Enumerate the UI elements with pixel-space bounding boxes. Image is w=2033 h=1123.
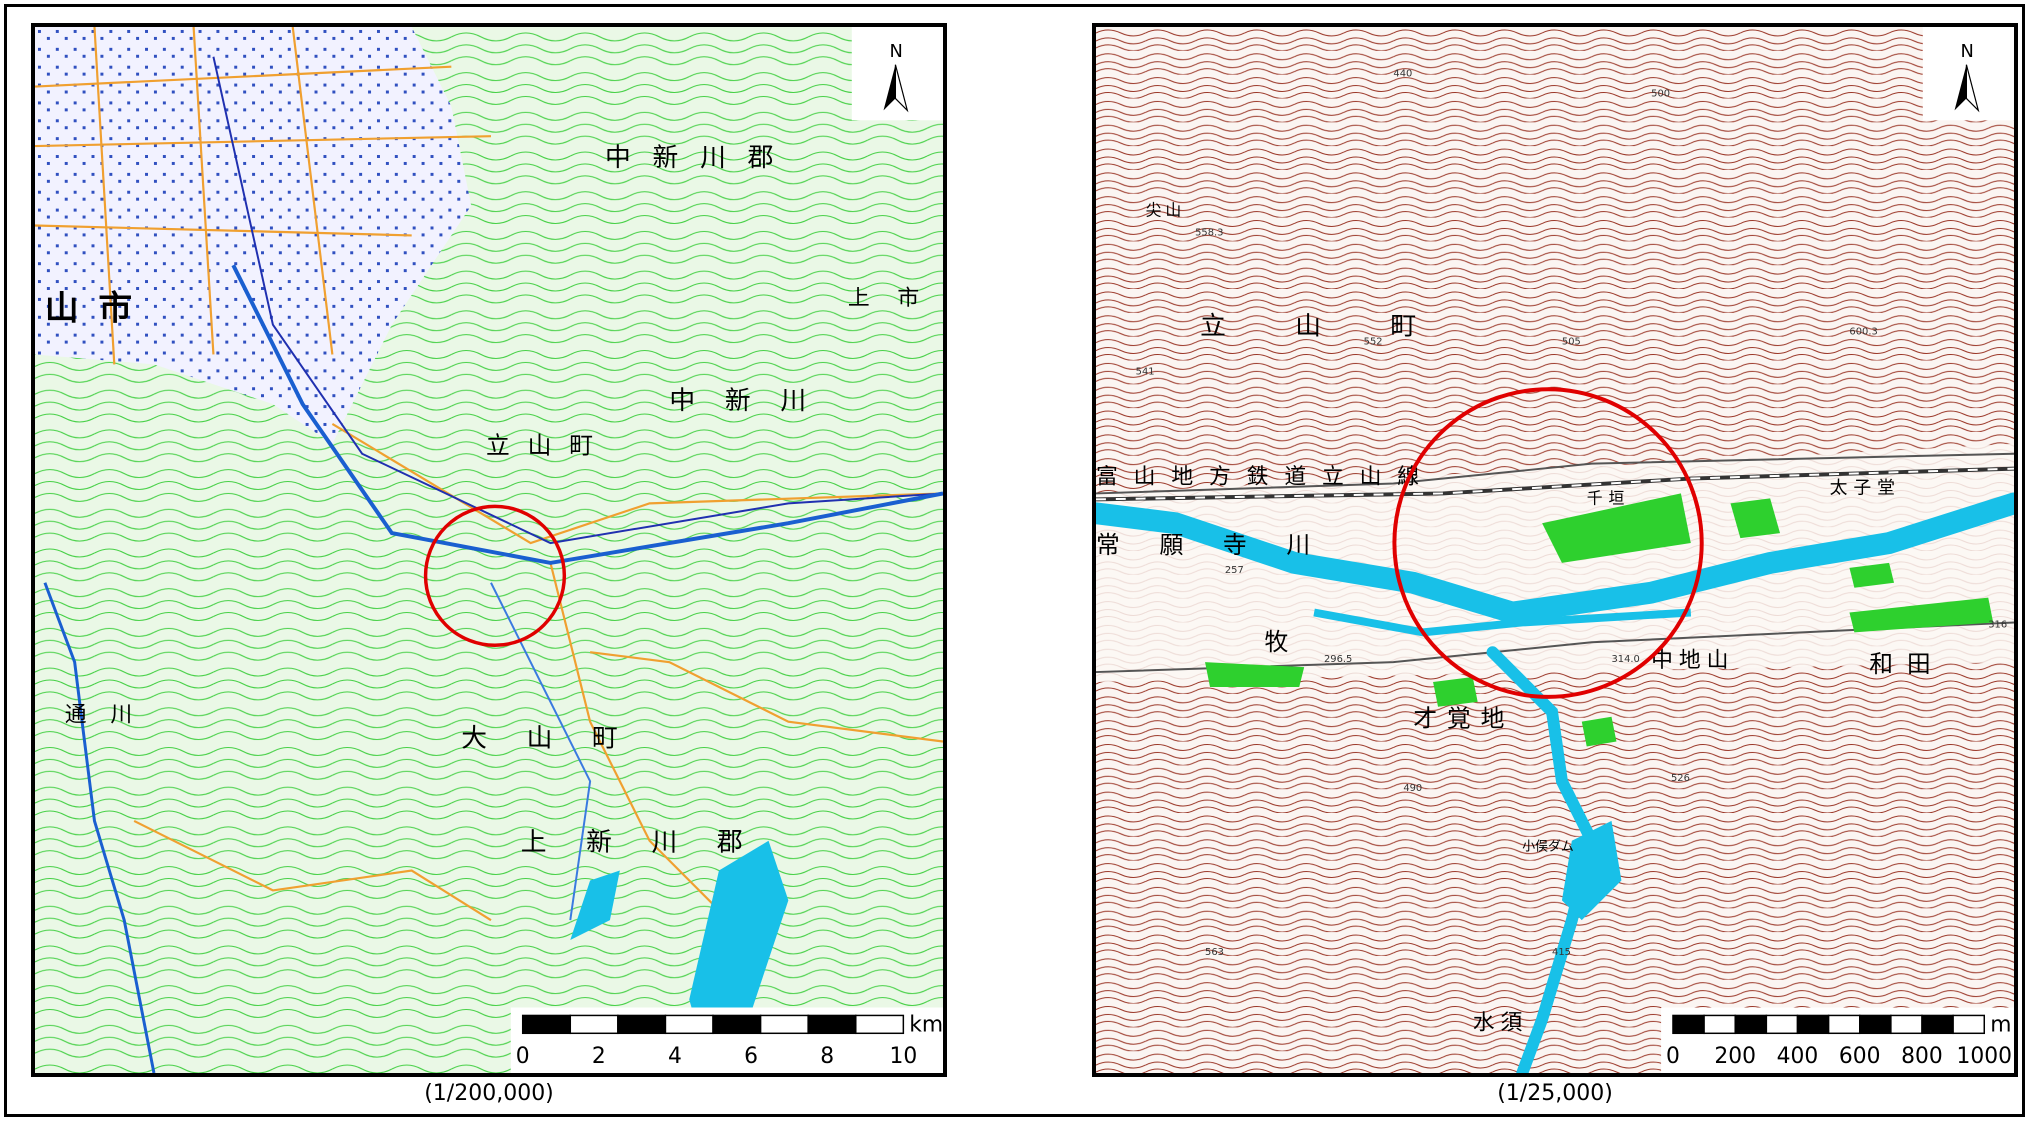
railway: [212, 56, 943, 545]
label-nakashinkawa: 中新川: [669, 386, 835, 416]
scale-segment: [1890, 1014, 1923, 1035]
scale-tick-label: 4: [668, 1044, 682, 1069]
scale-segment: [1952, 1014, 1986, 1035]
scale-segment: [617, 1014, 667, 1035]
label-maki: 牧: [1265, 628, 1289, 656]
map-overview-1-200000: 中新川郡 山市 立山町 中新川 大山町 上新川郡 上市 通川 N: [31, 23, 947, 1077]
north-label: N: [1960, 41, 1973, 62]
scale-segment: [521, 1014, 572, 1035]
elevation-label: 314.0: [1612, 654, 1640, 665]
map1-labels: 中新川郡 山市 立山町 中新川 大山町 上新川郡 上市 通川: [45, 143, 943, 858]
label-railway: 富山地方鉄道立山線: [1096, 464, 1435, 489]
scale-bar-m: m 0 200 400 600 800 1000: [1661, 1007, 2014, 1073]
elevation-label: 505: [1562, 337, 1581, 348]
label-taishigo: 太子堂: [1830, 477, 1901, 498]
elevation-label: 440: [1393, 69, 1412, 80]
label-kamishinkawa-gun: 上新川郡: [521, 828, 783, 858]
rivers: [43, 264, 943, 1073]
scale-segment: [807, 1014, 857, 1035]
highlight-circle: [1392, 387, 1704, 699]
scale-tick-label: 200: [1714, 1044, 1756, 1069]
elevation-label: 563: [1205, 947, 1224, 958]
label-oyama-town: 大山町: [461, 723, 657, 753]
label-tsuga: 通川: [65, 703, 156, 728]
scale-tick-label: 6: [744, 1044, 758, 1069]
scale-unit-km: km: [909, 1012, 943, 1037]
label-senkaki: 千垣: [1587, 488, 1631, 507]
elevation-label: 600.3: [1849, 327, 1877, 338]
scale-segment: [1796, 1014, 1830, 1035]
scale-segment: [1703, 1014, 1736, 1035]
scale-segment: [1827, 1014, 1861, 1035]
scale-segment: [1672, 1014, 1705, 1035]
label-suisu: 水須: [1473, 1010, 1529, 1035]
map2-canvas: 立山町 富山地方鉄道立山線 常願寺川 千垣 太子堂 中地山 才覚地 牧 和田 小…: [1096, 27, 2014, 1073]
scale-tick-label: 0: [1666, 1044, 1680, 1069]
railway: [1096, 466, 2014, 502]
elevation-label: 541: [1136, 366, 1155, 377]
label-toyama-city: 山市: [45, 289, 152, 328]
elevation-label: 415: [1552, 947, 1571, 958]
north-label: N: [889, 41, 902, 62]
dam-reservoir: [1561, 820, 1622, 921]
elevation-label: 500: [1651, 88, 1670, 99]
figure-frame: 中新川郡 山市 立山町 中新川 大山町 上新川郡 上市 通川 N: [4, 4, 2025, 1117]
scale-tick-label: 10: [889, 1044, 917, 1069]
farmland: [1205, 493, 1994, 747]
scale-segment: [664, 1014, 714, 1035]
elevation-label: 526: [1671, 773, 1690, 784]
scale-segment: [1859, 1014, 1892, 1035]
scale-tick-label: 400: [1777, 1044, 1819, 1069]
elevation-label: 316: [1988, 619, 2007, 630]
highlight-circle: [423, 504, 567, 648]
scale-segment: [855, 1014, 905, 1035]
scale-segment: [1734, 1014, 1768, 1035]
scale-tick-label: 600: [1839, 1044, 1881, 1069]
label-tateyama-town: 立山町: [486, 432, 611, 460]
map2-labels: 立山町 富山地方鉄道立山線 常願寺川 千垣 太子堂 中地山 才覚地 牧 和田 小…: [1096, 201, 1944, 1036]
scale-tick-label: 2: [592, 1044, 606, 1069]
label-saikakuchi: 才覚地: [1413, 705, 1514, 733]
elevation-label: 296.5: [1324, 654, 1352, 665]
reservoir: [570, 870, 620, 941]
map-detail-1-25000: 立山町 富山地方鉄道立山線 常願寺川 千垣 太子堂 中地山 才覚地 牧 和田 小…: [1092, 23, 2018, 1077]
scale-segment: [759, 1014, 809, 1035]
label-jogan-river: 常願寺川: [1096, 531, 1350, 559]
map2-caption: (1/25,000): [1497, 1081, 1613, 1106]
road-network: [35, 27, 943, 922]
elevation-label: 490: [1403, 783, 1422, 794]
scale-tick-label: 800: [1901, 1044, 1943, 1069]
north-arrow: N: [851, 27, 943, 121]
scale-tick-label: 0: [516, 1044, 530, 1069]
north-arrow: N: [1922, 27, 2014, 121]
scale-bar-km: km 0 2 4 6 8 10: [510, 1007, 943, 1073]
label-wada: 和田: [1869, 650, 1944, 678]
label-mount: 尖山: [1146, 201, 1186, 220]
elevation-label: 558.3: [1195, 227, 1223, 238]
map1-caption: (1/200,000): [424, 1081, 554, 1106]
elevation-label: 552: [1364, 337, 1383, 348]
scale-segment: [1921, 1014, 1954, 1035]
label-nakashinkawa-gun: 中新川郡: [605, 143, 795, 173]
label-komaki-dam: 小俣ダム: [1522, 840, 1574, 855]
scale-segment: [712, 1014, 762, 1035]
scale-segment: [1765, 1014, 1799, 1035]
label-tateyama-town: 立山町: [1200, 312, 1485, 342]
elevation-label: 257: [1225, 565, 1244, 576]
label-kami-city: 上市: [848, 286, 943, 311]
scale-tick-label: 8: [820, 1044, 834, 1069]
valley-floor: [1096, 443, 2014, 682]
elevation-labels: 440 500 558.3 552 505 600.3 541 257 296.…: [1136, 69, 2007, 958]
scale-tick-label: 1000: [1957, 1044, 2012, 1069]
scale-segment: [569, 1014, 619, 1035]
map1-canvas: 中新川郡 山市 立山町 中新川 大山町 上新川郡 上市 通川 N: [35, 27, 943, 1073]
label-nakachiyama: 中地山: [1651, 648, 1734, 673]
scale-unit-m: m: [1990, 1012, 2011, 1037]
